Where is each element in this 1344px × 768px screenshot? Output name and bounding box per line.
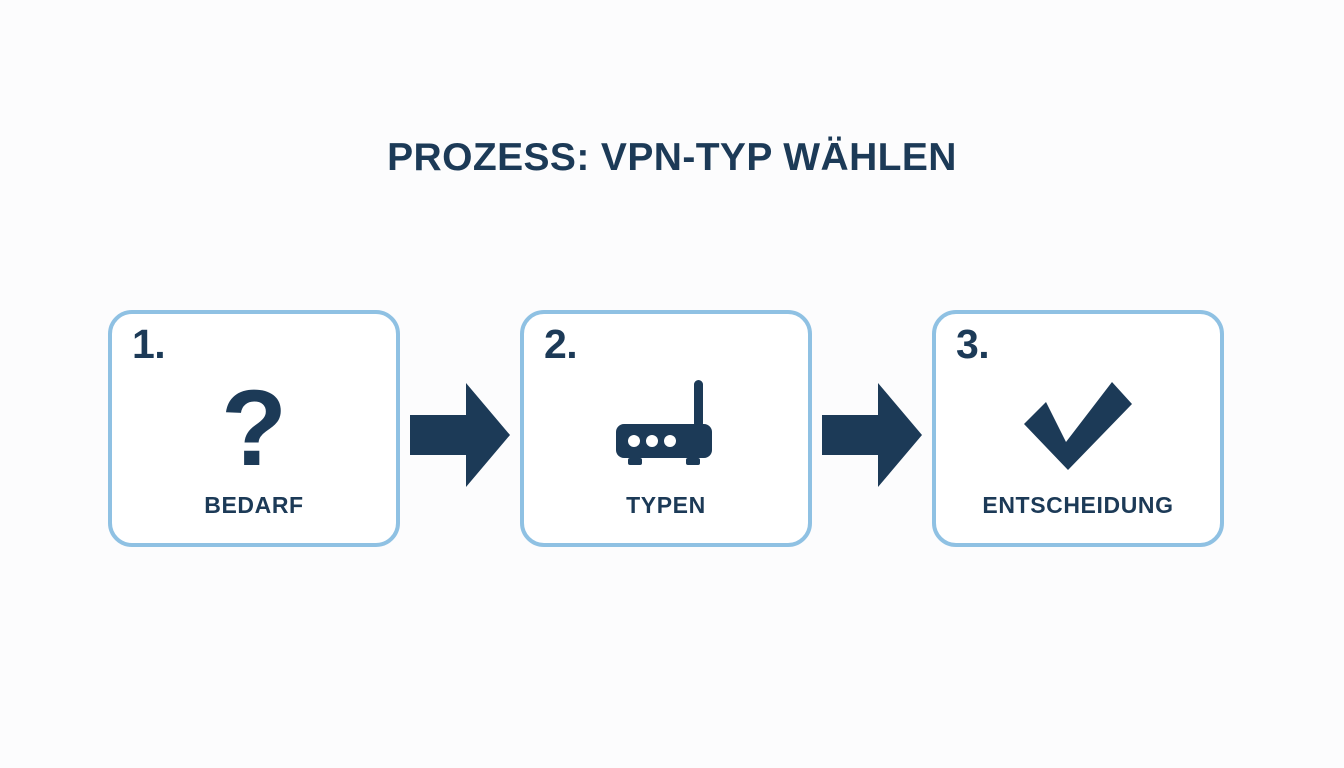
step-card-entscheidung[interactable]: 3. ENTSCHEIDUNG [932, 310, 1224, 547]
question-mark-icon: ? [221, 366, 287, 488]
checkmark-icon [1024, 382, 1132, 470]
step-icon-slot [524, 366, 808, 486]
step-card-typen[interactable]: 2. TYPEN [520, 310, 812, 547]
step-label: ENTSCHEIDUNG [982, 492, 1174, 518]
step-label: TYPEN [626, 492, 706, 518]
step-label: BEDARF [204, 492, 304, 518]
step-number: 3. [956, 321, 990, 367]
right-arrow-icon [822, 383, 922, 487]
step-number: 1. [132, 321, 166, 367]
step-number: 2. [544, 321, 578, 367]
step-card-bedarf[interactable]: 1. ? BEDARF [108, 310, 400, 547]
step-icon-slot: ? [112, 366, 396, 486]
arrow-step1-to-step2 [408, 373, 512, 497]
right-arrow-icon [410, 383, 510, 487]
arrow-step2-to-step3 [820, 373, 924, 497]
step-icon-slot [936, 366, 1220, 486]
page-title: PROZESS: VPN-TYP WÄHLEN [387, 136, 957, 179]
router-icon [616, 380, 712, 465]
